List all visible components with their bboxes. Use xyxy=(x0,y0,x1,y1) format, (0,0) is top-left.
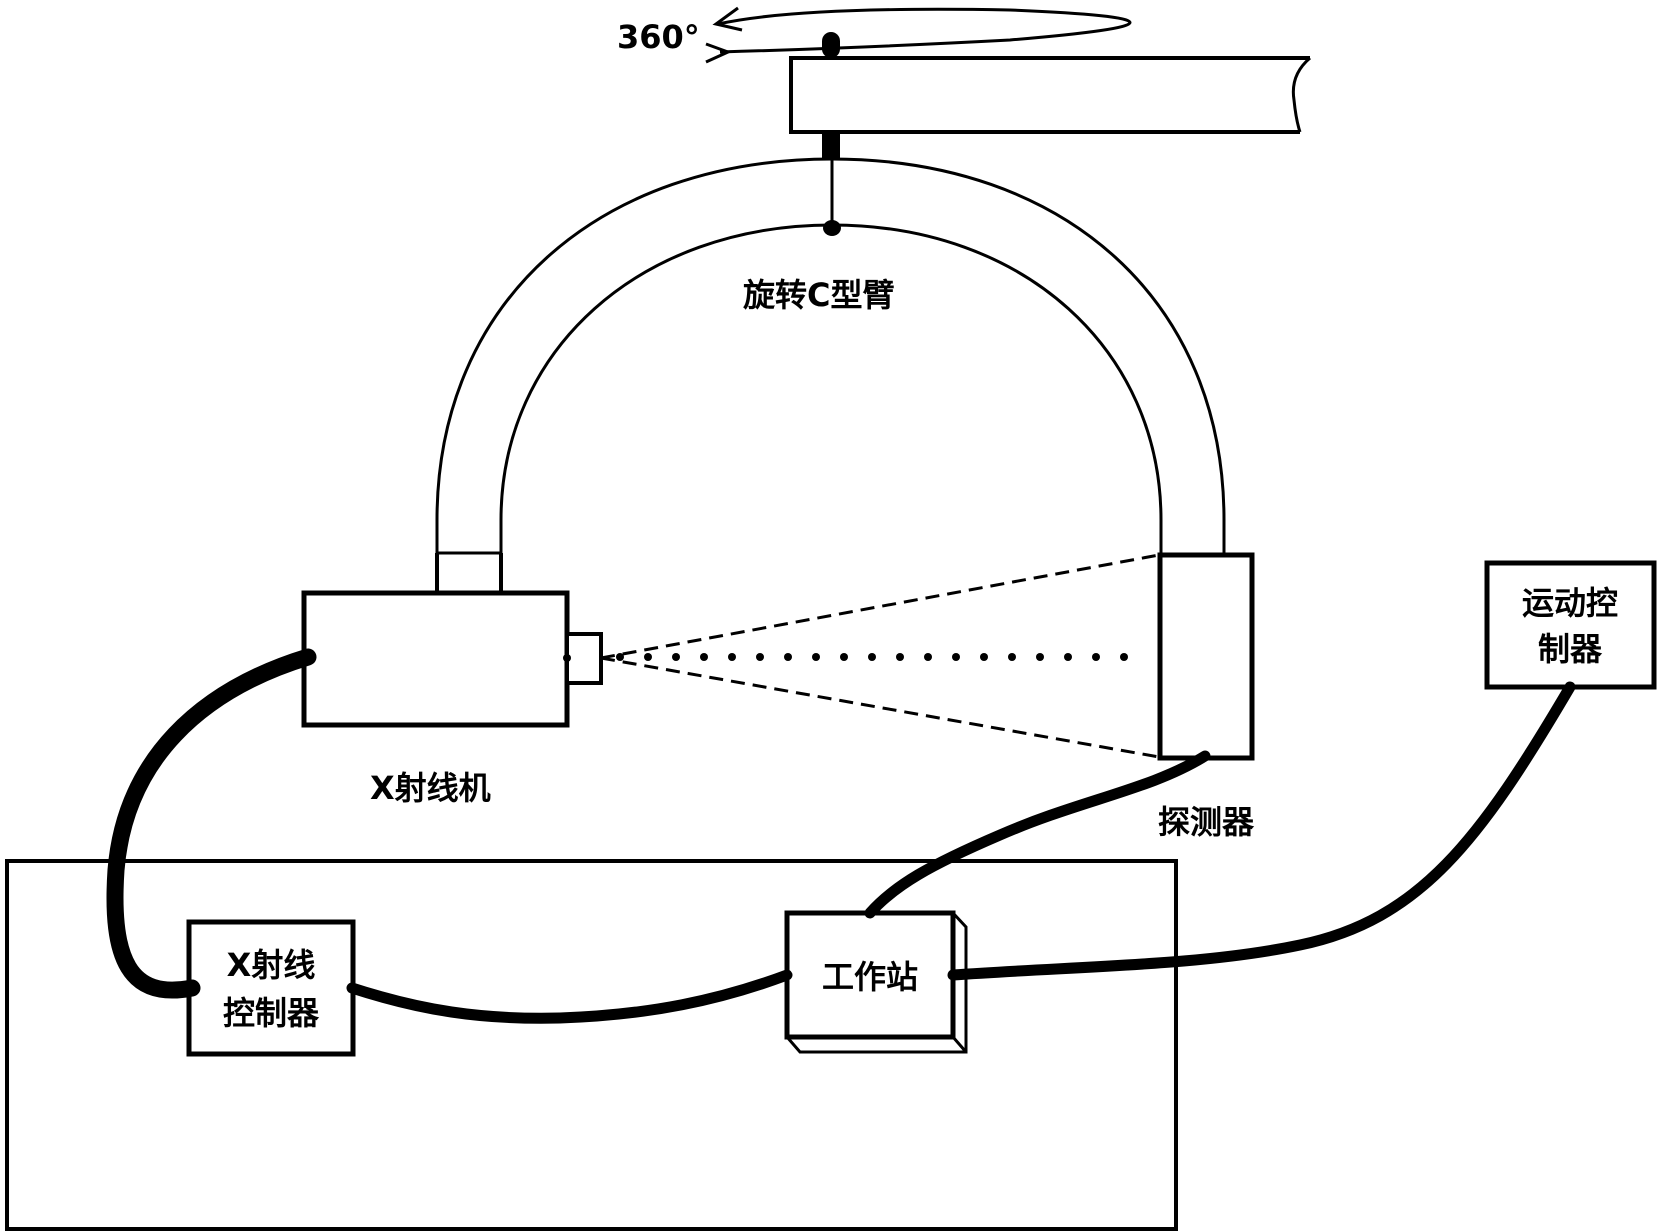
beam-dot xyxy=(1120,653,1128,661)
beam-dot xyxy=(1064,653,1072,661)
motion-controller xyxy=(1484,560,1657,690)
ceiling-beam xyxy=(789,56,1311,134)
xray-controller-label-line2: 控制器 xyxy=(223,994,320,1032)
xray-controller xyxy=(186,919,356,1057)
detector-label: 探测器 xyxy=(1158,803,1255,841)
beam-dot xyxy=(840,653,848,661)
workstation-label: 工作站 xyxy=(822,958,918,996)
beam-dot xyxy=(896,653,904,661)
beam-dot xyxy=(1036,653,1044,661)
beam-dot xyxy=(672,653,680,661)
c-arm xyxy=(435,157,1226,594)
workstation xyxy=(784,910,968,1054)
beam-dot xyxy=(756,653,764,661)
beam-dot xyxy=(1092,653,1100,661)
c-arm-label: 旋转C型臂 xyxy=(743,276,895,314)
beam-dot xyxy=(700,653,708,661)
rotation-arrow-icon xyxy=(705,6,1132,64)
detector xyxy=(1157,552,1255,761)
beam-dot xyxy=(728,653,736,661)
beam-center-dots xyxy=(616,653,1128,661)
beam-dot xyxy=(784,653,792,661)
cable-workstation-to-motion-controller xyxy=(947,681,1576,981)
cable-xray-machine-to-controller xyxy=(106,648,317,999)
workbench xyxy=(5,859,1178,1231)
cable-controller-to-workstation xyxy=(346,969,793,1024)
beam-dot xyxy=(952,653,960,661)
beam-dot xyxy=(812,653,820,661)
xray-machine xyxy=(301,590,603,728)
xray-controller-label-line1: X射线 xyxy=(227,946,316,984)
xray-machine-label: X射线机 xyxy=(370,769,491,807)
beam-dot xyxy=(924,653,932,661)
beam-dot xyxy=(616,653,624,661)
beam-dot xyxy=(980,653,988,661)
beam-dot xyxy=(868,653,876,661)
motion-controller-label-line2: 制器 xyxy=(1538,630,1603,668)
beam-dot xyxy=(1008,653,1016,661)
motion-controller-label-line1: 运动控 xyxy=(1522,584,1618,622)
rotation-angle-label: 360° xyxy=(617,18,700,56)
beam-dot xyxy=(644,653,652,661)
cable-detector-to-workstation xyxy=(864,750,1211,919)
xray-beam xyxy=(600,553,1160,759)
